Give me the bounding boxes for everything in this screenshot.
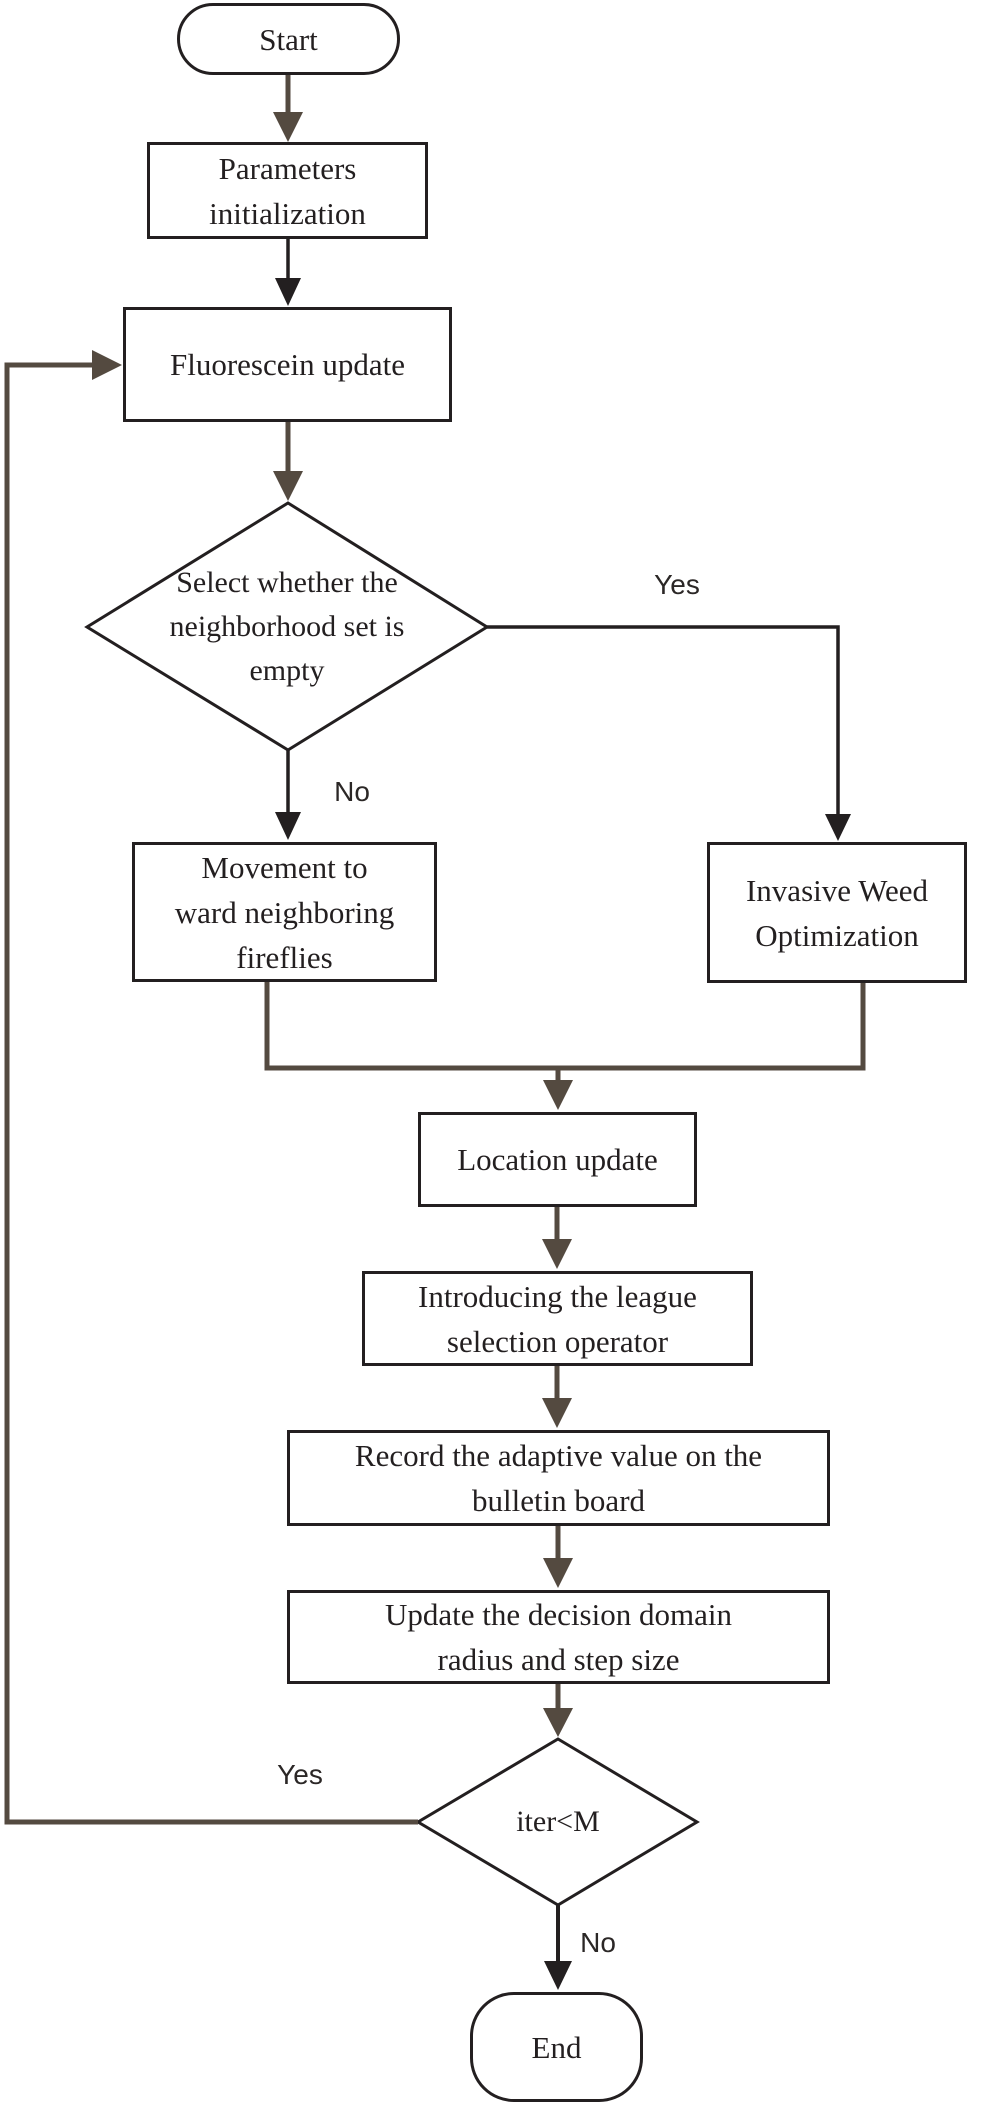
edge-loop-yes bbox=[4, 350, 418, 1825]
node-league-selection-operator-label: Introducing the league selection operato… bbox=[418, 1278, 697, 1359]
node-invasive-weed-optimization-label: Invasive Weed Optimization bbox=[745, 872, 928, 953]
node-location-update: Location update bbox=[418, 1112, 697, 1207]
node-invasive-weed-optimization: Invasive Weed Optimization bbox=[707, 842, 967, 983]
edge-label-yes-top: Yes bbox=[654, 569, 700, 600]
node-update-decision-domain: Update the decision domain radius and st… bbox=[287, 1590, 830, 1684]
node-location-update-label: Location update bbox=[457, 1142, 658, 1177]
node-iter-decision-label: iter<M bbox=[516, 1805, 600, 1838]
edge-update-to-iter bbox=[543, 1684, 573, 1737]
node-end: End bbox=[470, 1992, 643, 2102]
node-update-decision-domain-label: Update the decision domain radius and st… bbox=[385, 1597, 732, 1677]
node-parameters-initialization: Parameters initialization bbox=[147, 142, 428, 239]
node-record-adaptive-value-label: Record the adaptive value on the bulleti… bbox=[354, 1438, 763, 1518]
edge-no-to-movement bbox=[275, 750, 301, 840]
node-end-label: End bbox=[531, 2029, 582, 2065]
node-start-label: Start bbox=[259, 21, 318, 57]
edge-location-to-league bbox=[542, 1207, 572, 1269]
edge-label-no-top: No bbox=[334, 776, 370, 807]
node-record-adaptive-value: Record the adaptive value on the bulleti… bbox=[287, 1430, 830, 1526]
node-league-selection-operator: Introducing the league selection operato… bbox=[362, 1271, 753, 1366]
edge-league-to-record bbox=[542, 1366, 572, 1428]
node-neighborhood-decision-label: Select whether the neighborhood set is e… bbox=[169, 566, 405, 687]
node-fluorescein-update-label: Fluorescein update bbox=[169, 347, 405, 382]
node-movement-toward-fireflies: Movement to ward neighboring fireflies bbox=[132, 842, 437, 982]
edge-record-to-update bbox=[543, 1526, 573, 1588]
node-start: Start bbox=[177, 3, 400, 75]
edge-label-yes-loop: Yes bbox=[277, 1759, 323, 1790]
edge-params-to-fluorescein bbox=[275, 239, 301, 306]
edge-merge bbox=[264, 982, 866, 1110]
edge-no-to-end bbox=[544, 1905, 572, 1990]
node-movement-toward-fireflies-label: Movement to ward neighboring fireflies bbox=[174, 849, 395, 975]
node-parameters-initialization-label: Parameters initialization bbox=[209, 150, 366, 231]
node-fluorescein-update: Fluorescein update bbox=[123, 307, 452, 422]
edge-start-to-params bbox=[273, 75, 303, 142]
edge-fluorescein-to-decision bbox=[273, 422, 303, 501]
edge-yes-to-iwo bbox=[487, 625, 851, 841]
edge-label-no-bottom: No bbox=[580, 1927, 616, 1958]
